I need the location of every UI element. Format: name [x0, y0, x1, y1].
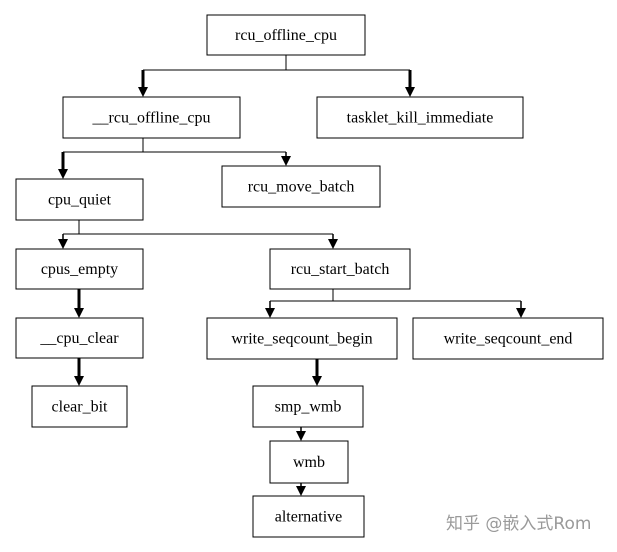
node-label: wmb [293, 454, 325, 471]
node-rcu-offline-cpu: __rcu_offline_cpu [62, 96, 241, 139]
arrowhead-smp_wmb [312, 376, 322, 386]
node-box [316, 96, 524, 139]
arrowhead-rcu_move_batch [281, 156, 291, 166]
arrowhead-write_seqcount_end [516, 308, 526, 318]
arrowhead-rcu_start_batch [328, 239, 338, 249]
node-wmb: wmb [269, 440, 349, 484]
node-box [15, 248, 144, 290]
node-label: clear_bit [52, 399, 109, 416]
arrowhead-alternative [296, 486, 306, 496]
arrowhead-__cpu_clear [74, 308, 84, 318]
call-nodes: rcu_offline_cpu __rcu_offline_cpu tasklet_… [15, 14, 604, 538]
node-box [252, 385, 364, 428]
node-cpus-empty: cpus_empty [15, 248, 144, 290]
node-rcu-offline-cpu: rcu_offline_cpu [206, 14, 366, 56]
call-edges [58, 55, 526, 496]
node-box [412, 317, 604, 360]
arrowhead-wmb [296, 431, 306, 441]
node-cpu-quiet: cpu_quiet [15, 178, 144, 221]
node-label: rcu_start_batch [291, 261, 390, 278]
node-label: __rcu_offline_cpu [92, 110, 211, 127]
node-box [206, 14, 366, 56]
node-label: rcu_move_batch [248, 179, 355, 196]
node-label: write_seqcount_begin [231, 331, 372, 348]
node-box [15, 178, 144, 221]
arrowhead-cpu_quiet [58, 169, 68, 179]
node-cpu-clear: __cpu_clear [15, 317, 144, 359]
node-box [206, 317, 398, 360]
node-label: alternative [275, 509, 343, 526]
arrowhead-write_seqcount_begin [265, 308, 275, 318]
node-label: smp_wmb [275, 399, 342, 416]
arrowhead-__rcu_offline_cpu [138, 87, 148, 97]
node-clear-bit: clear_bit [31, 385, 128, 428]
node-rcu-start-batch: rcu_start_batch [269, 248, 411, 290]
node-rcu-move-batch: rcu_move_batch [221, 165, 381, 208]
node-box [252, 495, 365, 538]
node-smp-wmb: smp_wmb [252, 385, 364, 428]
node-box [221, 165, 381, 208]
arrowhead-tasklet_kill_immediate [405, 87, 415, 97]
node-label: cpu_quiet [48, 192, 112, 209]
arrowhead-clear_bit [74, 376, 84, 386]
node-label: rcu_offline_cpu [235, 27, 337, 44]
node-box [269, 440, 349, 484]
node-label: __cpu_clear [39, 330, 119, 347]
node-label: cpus_empty [41, 261, 118, 278]
node-label: write_seqcount_end [444, 331, 573, 348]
node-box [269, 248, 411, 290]
node-label: tasklet_kill_immediate [347, 110, 494, 127]
node-box [15, 317, 144, 359]
node-write-seqcount-end: write_seqcount_end [412, 317, 604, 360]
arrowhead-cpus_empty [58, 239, 68, 249]
node-alternative: alternative [252, 495, 365, 538]
watermark: 知乎 @嵌入式Rom [446, 514, 591, 534]
node-box [62, 96, 241, 139]
node-write-seqcount-begin: write_seqcount_begin [206, 317, 398, 360]
node-tasklet-kill-immediate: tasklet_kill_immediate [316, 96, 524, 139]
node-box [31, 385, 128, 428]
